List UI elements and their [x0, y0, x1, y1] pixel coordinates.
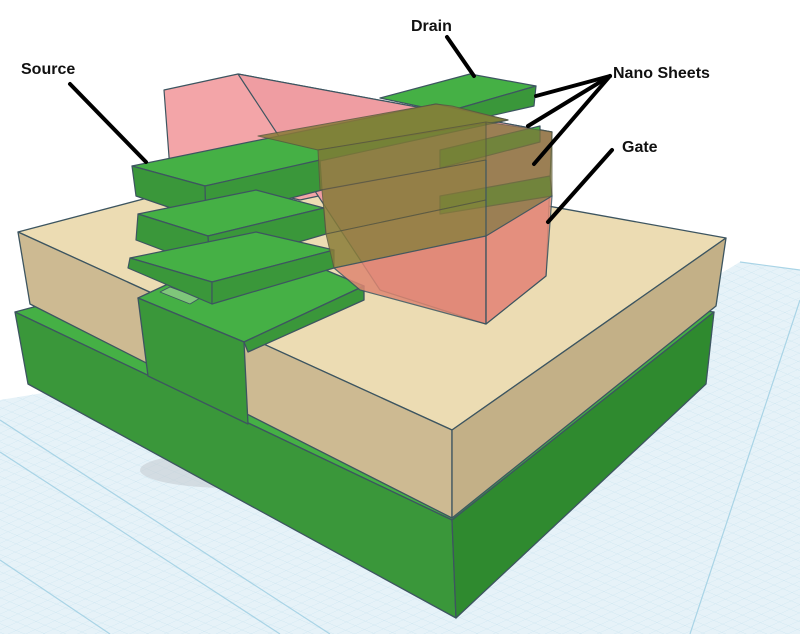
nano-sheets-label: Nano Sheets [613, 65, 710, 82]
source-label: Source [21, 61, 76, 78]
drain-label: Drain [411, 18, 452, 35]
nano-arrow-3 [532, 74, 612, 166]
source-block-right [243, 285, 365, 353]
nano-arrow-2 [526, 74, 612, 128]
drain-arrow [445, 35, 476, 78]
gate-arrow [546, 148, 614, 224]
gate-overlap [257, 103, 553, 269]
gate-front [333, 160, 553, 325]
oxide-right-face [451, 237, 727, 519]
gate-overlap-top [257, 103, 509, 151]
gate-label: Gate [622, 139, 658, 156]
nano-arrow-1 [534, 74, 612, 98]
source-arrow [68, 82, 148, 164]
source-block-front [137, 297, 249, 425]
substrate-right-face [451, 311, 715, 619]
callout-arrows [68, 35, 614, 224]
